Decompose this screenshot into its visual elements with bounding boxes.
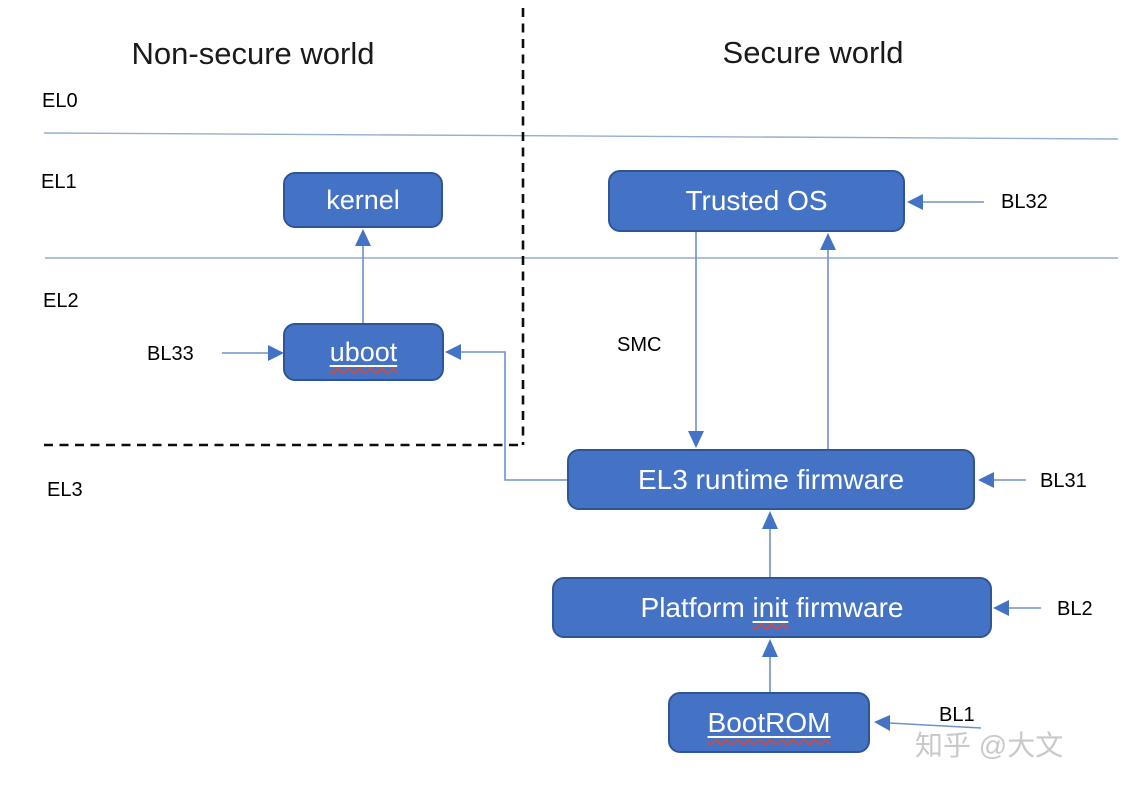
non-secure-world-title: Non-secure world — [131, 36, 375, 71]
platform-label-prefix: Platform — [640, 591, 753, 623]
uboot-label-wavy: uboot — [330, 337, 398, 368]
bl33-label: BL33 — [147, 343, 194, 365]
trusted-os-label: Trusted OS — [685, 185, 828, 216]
arrow-bl31-to-el3 — [978, 472, 1026, 488]
arrow-bootrom-to-platform — [762, 639, 778, 692]
arrow-bl1-to-bootrom — [874, 715, 982, 731]
bl32-label: BL32 — [1001, 191, 1048, 213]
arrow-bl32-to-trustedos — [907, 194, 984, 210]
arrow-bl2-to-platform — [993, 600, 1041, 616]
bl2-label: BL2 — [1057, 598, 1093, 620]
el3-runtime-firmware-node: EL3 runtime firmware — [567, 449, 975, 510]
arrow-platform-to-el3 — [762, 511, 778, 577]
bootrom-label: BootROM — [707, 706, 831, 738]
el0-label: EL0 — [42, 90, 78, 112]
trusted-os-node: Trusted OS — [608, 170, 905, 232]
watermark-text: 知乎 @大文 — [915, 730, 1064, 761]
el3-runtime-firmware-label: EL3 runtime firmware — [637, 463, 905, 495]
platform-label-init: init — [752, 591, 789, 623]
bl31-label: BL31 — [1040, 470, 1087, 492]
arrow-el3-to-uboot — [445, 344, 567, 481]
uboot-label: uboot — [329, 336, 398, 367]
bootrom-node: BootROM — [668, 692, 870, 753]
el2-label: EL2 — [43, 290, 79, 312]
arrow-el3-to-trustedos — [820, 233, 836, 449]
bootrom-label-wavy: BootROM — [708, 707, 831, 739]
el1-label: EL1 — [41, 171, 77, 193]
uboot-node: uboot — [283, 323, 444, 381]
el3-label: EL3 — [47, 479, 83, 501]
arrow-uboot-to-kernel — [355, 229, 371, 323]
platform-label-init-wavy: init — [753, 592, 789, 624]
secure-world-title: Secure world — [722, 35, 904, 70]
smc-label: SMC — [617, 334, 662, 356]
arrow-bl33-to-uboot — [222, 345, 284, 361]
platform-init-firmware-node: Platform init firmware — [552, 577, 992, 638]
bl1-label: BL1 — [939, 704, 975, 726]
el0-el1-boundary-line — [43, 132, 1119, 140]
kernel-label: kernel — [326, 184, 400, 215]
platform-label-suffix: firmware — [788, 591, 904, 623]
kernel-node: kernel — [283, 172, 443, 228]
arrow-smc-trustedos-to-el3 — [688, 232, 704, 448]
